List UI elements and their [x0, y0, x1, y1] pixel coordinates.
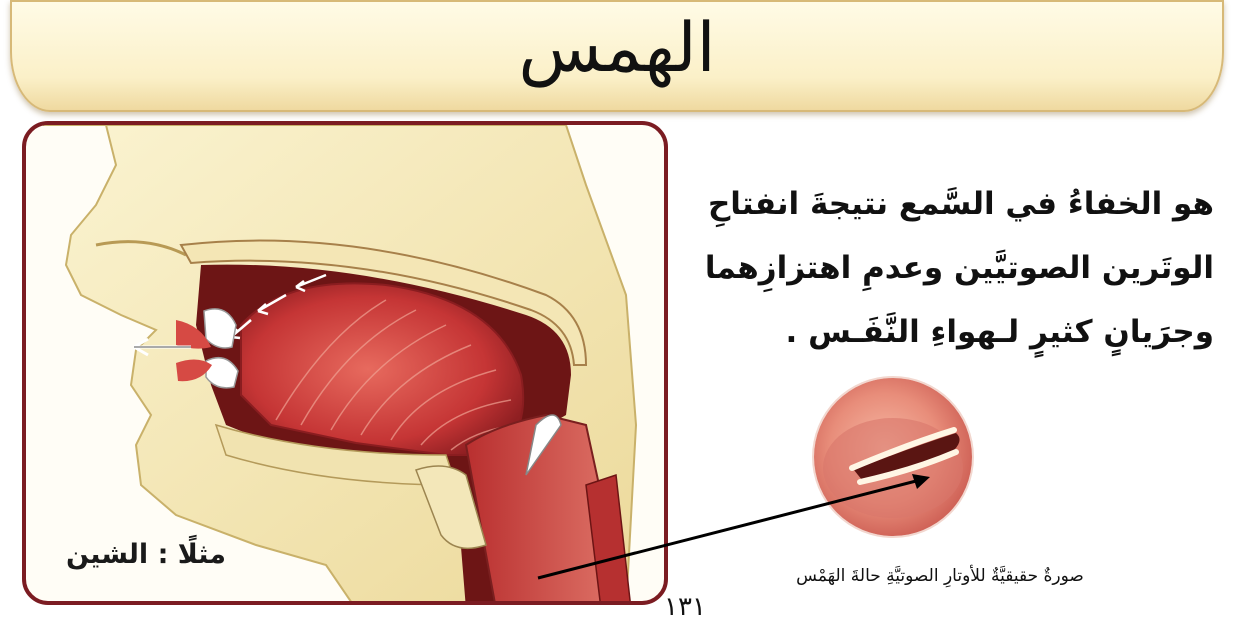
head-cross-section-illustration [26, 125, 668, 605]
photo-caption: صورةٌ حقيقيَّةٌ للأوتارِ الصوتيَّةِ حالة… [678, 566, 1202, 586]
definition-text: هو الخفاءُ في السَّمع نتيجةَ انفتاحِ الو… [684, 172, 1214, 364]
example-label: مثلًا : الشين [66, 539, 226, 570]
definition-line-1: هو الخفاءُ في السَّمع نتيجةَ انفتاحِ [684, 172, 1214, 236]
definition-line-2: الوتَرين الصوتيَّين وعدمِ اهتزازِهما [684, 236, 1214, 300]
page-number: ١٣١ [640, 592, 730, 622]
definition-line-3: وجرَيانٍ كثيرٍ لـهواءِ النَّفَـس . [684, 300, 1214, 364]
speech-organs-diagram: مثلًا : الشين [22, 121, 668, 605]
vocal-cords-photo [814, 378, 972, 536]
title-banner: الهمس [10, 0, 1224, 112]
page-title: الهمس [12, 8, 1222, 90]
